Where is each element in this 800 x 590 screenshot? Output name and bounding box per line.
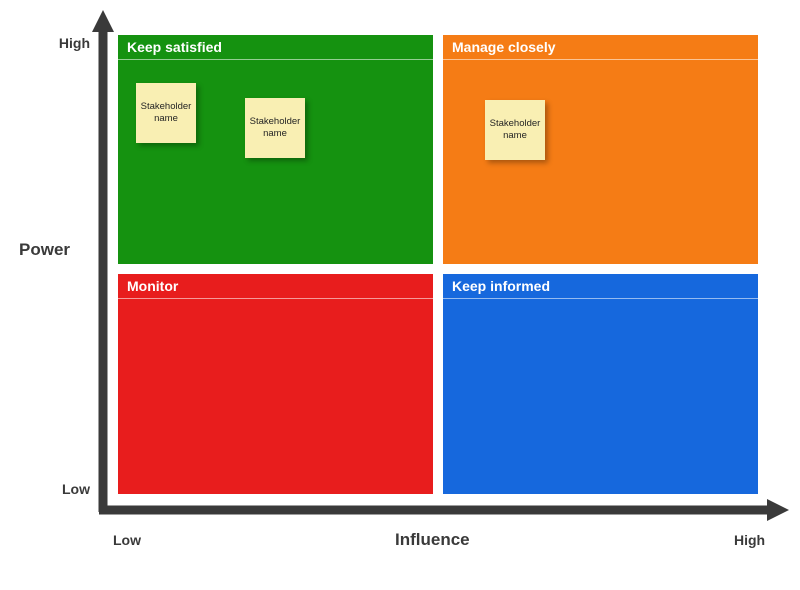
x-axis-high-label: High [734, 532, 766, 548]
y-axis-low-label: Low [62, 481, 90, 497]
sticky-note-label: Stakeholder name [249, 116, 301, 139]
quadrant-title-keep-informed: Keep informed [452, 278, 551, 294]
quadrant-divider [118, 59, 433, 60]
quadrant-title-manage-closely: Manage closely [452, 39, 556, 55]
quadrant-body-manage-closely [443, 60, 758, 264]
x-axis-title: Influence [395, 530, 470, 549]
quadrant-divider [443, 59, 758, 60]
quadrant-manage-closely[interactable]: Manage closely [443, 35, 758, 264]
y-axis-title: Power [19, 240, 71, 259]
sticky-note-label: Stakeholder name [140, 101, 192, 124]
y-axis-arrow [92, 10, 114, 512]
sticky-note[interactable]: Stakeholder name [245, 98, 305, 158]
quadrant-divider [118, 298, 433, 299]
quadrant-divider [443, 298, 758, 299]
x-axis-low-label: Low [113, 532, 141, 548]
sticky-note[interactable]: Stakeholder name [485, 100, 545, 160]
y-axis-high-label: High [58, 35, 90, 51]
sticky-note-label: Stakeholder name [489, 118, 541, 141]
quadrant-keep-informed[interactable]: Keep informed [443, 274, 758, 494]
sticky-note[interactable]: Stakeholder name [136, 83, 196, 143]
quadrant-body-keep-informed [443, 299, 758, 494]
quadrant-title-monitor: Monitor [127, 278, 179, 294]
quadrant-body-monitor [118, 299, 433, 494]
quadrant-monitor[interactable]: Monitor [118, 274, 433, 494]
quadrant-title-keep-satisfied: Keep satisfied [127, 39, 222, 55]
x-axis-arrow [99, 499, 789, 521]
